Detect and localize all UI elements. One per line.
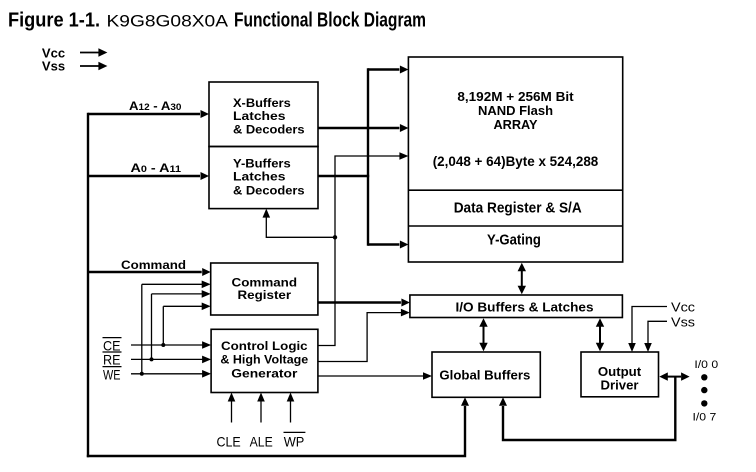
svg-text:ALE: ALE <box>250 435 273 450</box>
svg-text:Command: Command <box>121 258 186 272</box>
svg-text:Driver: Driver <box>601 378 639 393</box>
svg-text:Vcc: Vcc <box>42 46 65 61</box>
svg-text:Output: Output <box>598 364 642 379</box>
svg-text:I/0 0: I/0 0 <box>694 359 718 371</box>
svg-text:CE: CE <box>103 337 121 353</box>
svg-text:A12 - A30: A12 - A30 <box>129 99 182 113</box>
svg-text:Command: Command <box>232 276 298 290</box>
svg-text:Global Buffers: Global Buffers <box>439 368 530 383</box>
svg-text:I/0 7: I/0 7 <box>693 412 717 424</box>
svg-text:Vss: Vss <box>671 315 695 329</box>
svg-text:Latches: Latches <box>233 109 286 123</box>
svg-text:ARRAY: ARRAY <box>493 117 537 132</box>
svg-text:Vcc: Vcc <box>671 301 695 315</box>
svg-text:Functional Block Diagram: Functional Block Diagram <box>234 10 426 32</box>
svg-text:Latches: Latches <box>233 170 286 184</box>
svg-text:Y-Gating: Y-Gating <box>487 233 541 249</box>
svg-text:K9G8G08X0A: K9G8G08X0A <box>107 12 229 31</box>
svg-text:A0 - A11: A0 - A11 <box>131 161 182 175</box>
svg-text:& Decoders: & Decoders <box>233 123 305 137</box>
svg-text:RE: RE <box>103 352 121 368</box>
svg-text:8,192M + 256M Bit: 8,192M + 256M Bit <box>457 89 574 104</box>
svg-text:CLE: CLE <box>216 435 240 450</box>
svg-text:WP: WP <box>284 435 305 450</box>
svg-text:Control Logic: Control Logic <box>221 339 308 353</box>
svg-text:Data Register & S/A: Data Register & S/A <box>454 201 582 217</box>
svg-text:I/O Buffers & Latches: I/O Buffers & Latches <box>456 299 594 314</box>
svg-text:WE: WE <box>103 366 121 382</box>
svg-text:(2,048 + 64)Byte x 524,288: (2,048 + 64)Byte x 524,288 <box>433 154 599 169</box>
svg-text:Y-Buffers: Y-Buffers <box>233 156 291 170</box>
svg-text:Generator: Generator <box>231 366 297 380</box>
svg-text:Register: Register <box>238 288 292 302</box>
svg-text:Vss: Vss <box>42 58 65 73</box>
svg-text:NAND Flash: NAND Flash <box>478 103 553 118</box>
svg-text:& High Voltage: & High Voltage <box>220 353 308 367</box>
svg-text:Figure 1-1.: Figure 1-1. <box>8 10 100 32</box>
svg-text:& Decoders: & Decoders <box>233 183 305 197</box>
svg-text:X-Buffers: X-Buffers <box>233 96 291 110</box>
